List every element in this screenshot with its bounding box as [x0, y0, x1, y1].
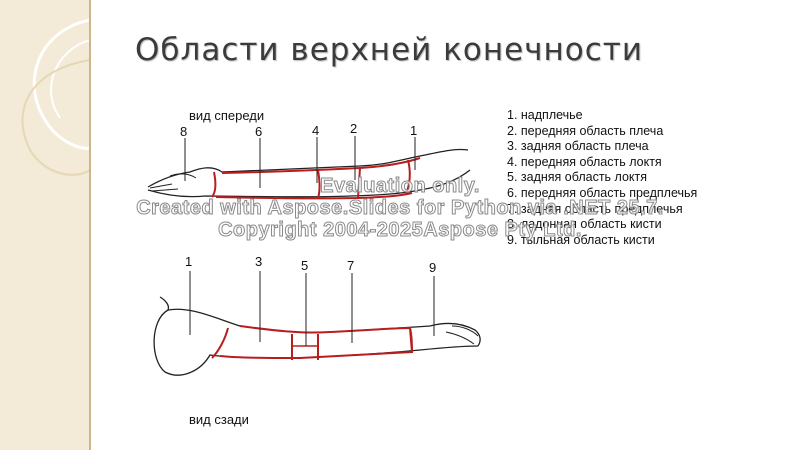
back-shoulder-boundary [211, 327, 229, 359]
sidebar-divider [89, 0, 91, 450]
back-wrist-boundary [409, 327, 413, 353]
front-label-6: 6 [255, 124, 262, 139]
legend-item: 1. надплечье [507, 108, 583, 122]
front-forearm-region [215, 166, 362, 200]
decorative-sidebar [0, 0, 91, 450]
front-label-1: 1 [410, 123, 417, 138]
front-shoulder-boundary [405, 159, 411, 195]
back-leader-lines [189, 271, 435, 346]
back-arm [153, 296, 481, 376]
front-arm [147, 148, 471, 200]
decorative-swirl [21, 18, 91, 176]
front-label-4: 4 [312, 123, 319, 138]
back-forearm-region [219, 325, 414, 360]
watermark-line-1: Evaluation only. [320, 175, 480, 198]
back-hand-fingers [445, 325, 479, 345]
front-label-8: 8 [180, 124, 187, 139]
back-view-label: вид сзади [189, 412, 249, 427]
back-number-labels: 1 3 5 7 9 [185, 254, 436, 275]
front-upper-arm-region [357, 157, 421, 199]
legend-item: 8. ладонная область кисти [507, 217, 662, 232]
back-label-7: 7 [347, 258, 354, 273]
page-title: Области верхней конечности [135, 32, 643, 68]
watermark-line-3: Copyright 2004-2025Aspose Pty Ltd. [218, 219, 582, 242]
front-arm-bottom-outline [147, 169, 471, 198]
region-legend: 1. надплечье 2. передняя область плеча 3… [507, 108, 697, 248]
front-number-labels: 8 6 4 2 1 [180, 121, 417, 139]
back-arm-bottom-outline [153, 296, 479, 376]
legend-item: 6. передняя область предплечья [507, 185, 698, 200]
front-wrist-boundary [211, 171, 217, 198]
legend-item: 5. задняя область локтя [507, 170, 648, 185]
back-label-1: 1 [185, 254, 192, 269]
legend-item: 2. передняя область плеча [507, 123, 664, 138]
back-arm-top-outline [167, 308, 481, 347]
legend-item: 9. тыльная область кисти [507, 232, 655, 247]
watermark-line-2: Created with Aspose.Slides for Python vi… [136, 197, 664, 220]
legend-item: 3. задняя область плеча [507, 139, 649, 154]
front-leader-lines [184, 136, 416, 188]
back-label-5: 5 [301, 258, 308, 273]
legend-item: 7. задняя область предплечья [507, 201, 683, 216]
front-view-label: вид спереди [189, 108, 265, 123]
front-elbow-boundary [317, 169, 321, 199]
back-label-3: 3 [255, 254, 262, 269]
legend-item: 4. передняя область локтя [507, 154, 662, 169]
back-label-9: 9 [429, 260, 436, 275]
back-elbow-region [291, 334, 319, 360]
front-label-2: 2 [350, 121, 357, 136]
front-arm-top-outline [147, 148, 469, 188]
